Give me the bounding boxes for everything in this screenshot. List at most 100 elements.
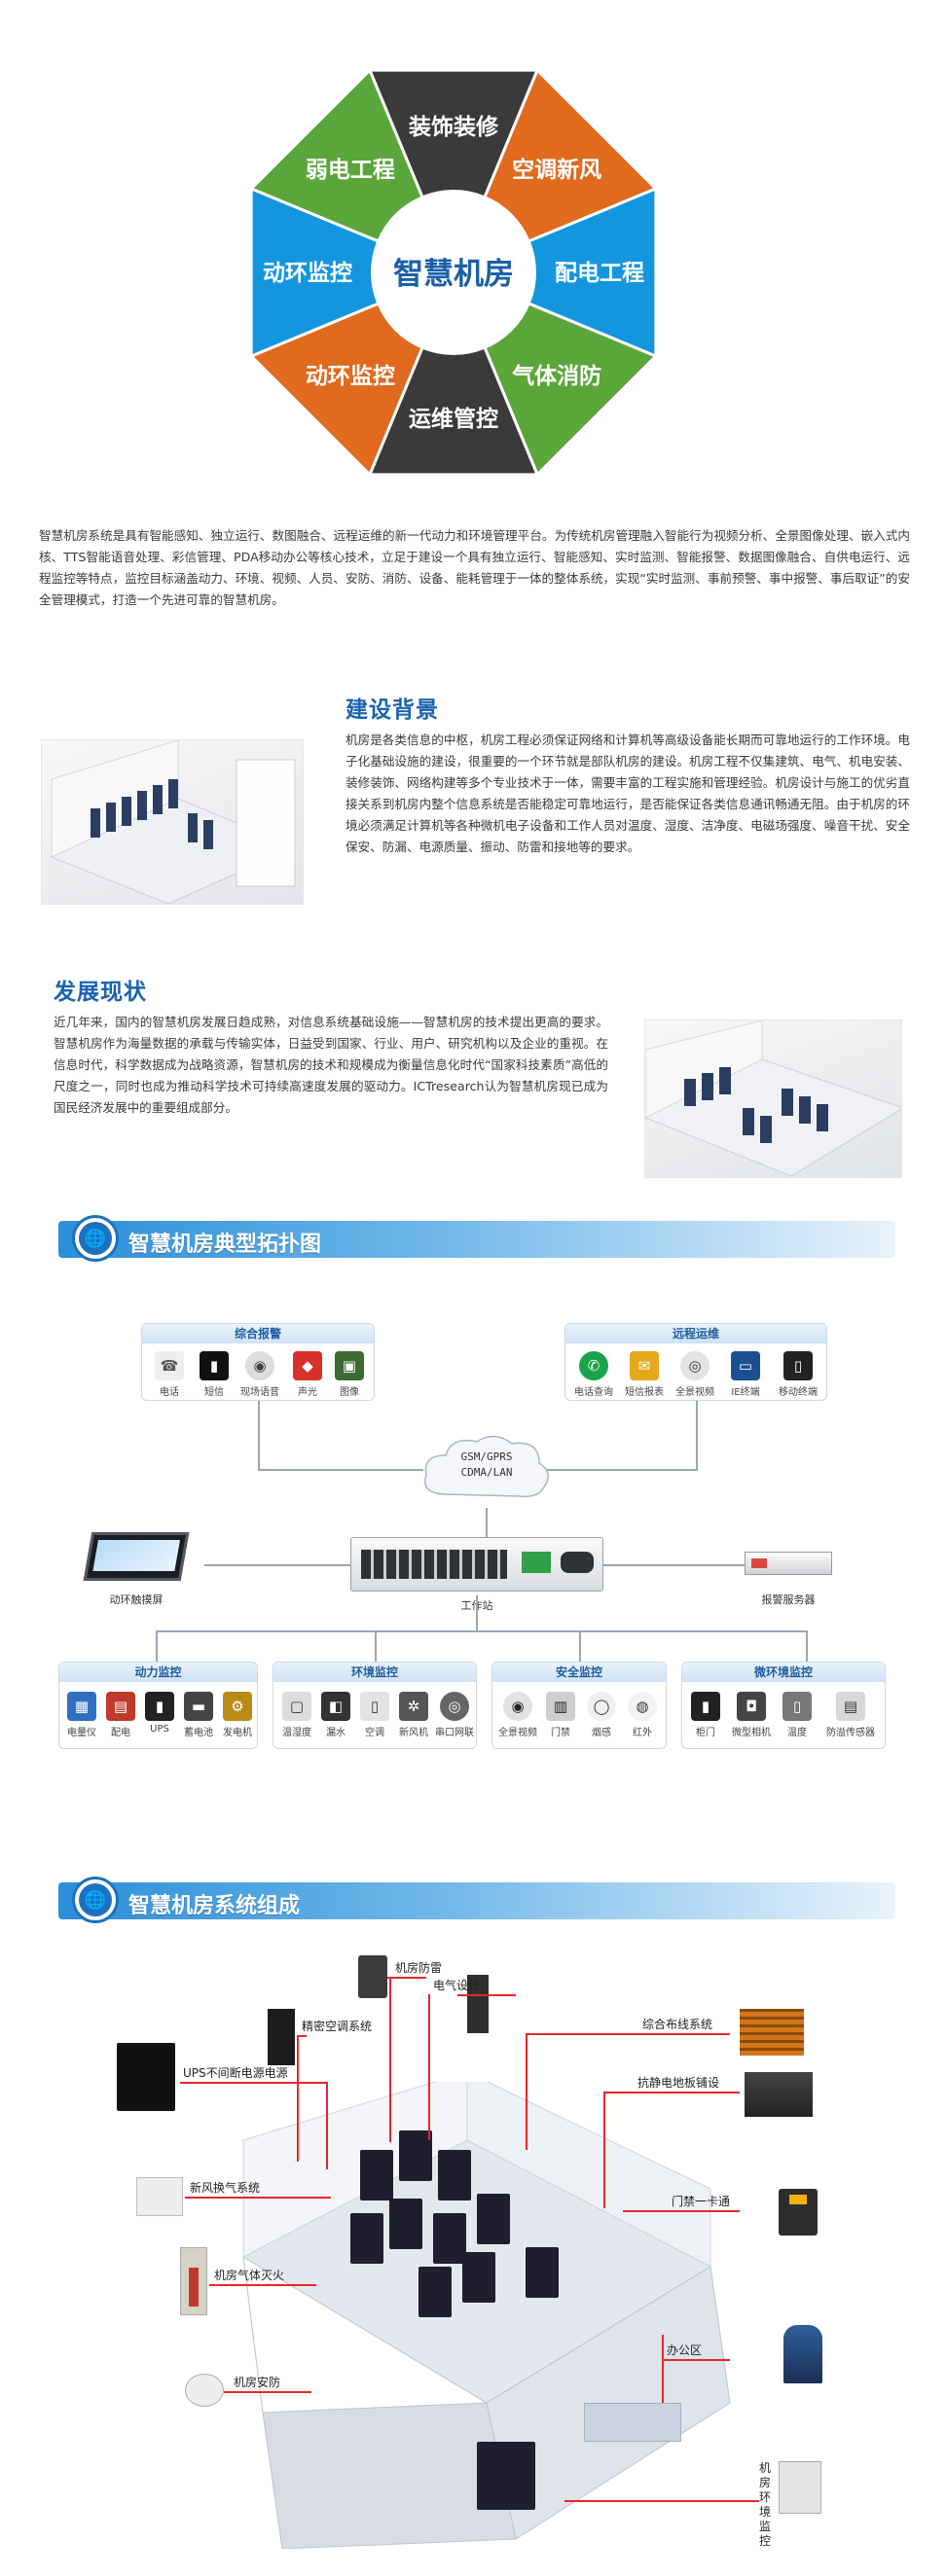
alarm-item-phone: 电话 [160,1387,179,1398]
alarm-server-label: 报警服务器 [761,1593,816,1606]
antistatic-floor-icon [745,2072,813,2117]
env-item: 空调 [365,1728,384,1738]
touchscreen-label: 动环触摸屏 [109,1593,164,1606]
power-item: UPS [150,1724,169,1735]
status-paragraph: 近几年来，国内的智慧机房发展日趋成熟，对信息系统基础设施——智慧机房的技术提出更… [54,1015,608,1115]
precision-ac-icon [268,2009,295,2065]
door-lock-icon: ▥ [546,1692,575,1721]
remote-item-video: 全景视频 [675,1387,714,1398]
label-access-card: 门禁一卡通 [672,2195,731,2208]
alarm-item-light: 声光 [298,1387,317,1398]
generator-icon: ⚙ [223,1692,252,1721]
breaker-icon: ▤ [106,1692,135,1721]
remote-box-title: 远程运维 [565,1324,826,1343]
temp-sensor-icon: ▯ [782,1692,812,1721]
electrical-cabinet-icon [467,1975,489,2033]
ups-icon: ▮ [145,1692,174,1721]
power-item: 配电 [111,1728,130,1738]
alarm-server [745,1552,832,1575]
siren-icon: ◆ [293,1351,322,1380]
label-lightning: 机房防雷 [395,1961,443,1975]
topology-banner: 🌐 智慧机房典型拓扑图 [58,1215,895,1262]
octagon-segment-label: 动环监控 [306,363,395,389]
power-item: 发电机 [223,1728,252,1738]
fan-icon: ✲ [399,1692,428,1721]
cloud-line-1: GSM/GPRS [460,1450,513,1463]
power-item: 蓄电池 [184,1728,213,1738]
overflow-sensor-icon: ▤ [836,1692,865,1721]
mini-camera-icon: ◘ [737,1692,766,1721]
octagon-segment-label: 装饰装修 [409,114,499,140]
cabinet-door-icon: ▮ [691,1692,720,1721]
security-monitor-title: 安全监控 [492,1663,666,1682]
remote-item-mobile: 移动终端 [779,1387,818,1398]
status-title: 发展现状 [54,980,147,1005]
label-precision-ac: 精密空调系统 [302,2020,373,2033]
octagon-segment-label: 气体消防 [511,363,601,389]
remote-item-call: 电话查询 [574,1387,613,1398]
micro-env-monitor-title: 微环境监控 [682,1663,885,1682]
water-leak-icon: ◧ [321,1692,350,1721]
micro-env-monitor-box: 微环境监控 ▮柜门 ◘微型相机 ▯温度 ▤防溢传感器 [681,1662,886,1749]
mobile-icon: ▮ [200,1351,229,1380]
access-card-icon [779,2189,818,2236]
label-env-monitor: 机房环境监控 [759,2461,772,2548]
micro-item: 防溢传感器 [826,1728,875,1738]
power-item: 电量仪 [67,1728,96,1738]
intro-paragraph: 智慧机房系统是具有智能感知、独立运行、数图融合、远程运维的新一代动力和环境管理平… [39,528,910,607]
office-worker-icon [783,2325,822,2383]
background-title: 建设背景 [346,698,439,723]
label-electrical: 电气设计 [433,1979,481,1992]
env-item: 漏水 [326,1728,346,1738]
meter-icon: ▦ [67,1692,96,1721]
composition-banner: 🌐 智慧机房系统组成 [58,1877,895,1923]
env-monitor-title: 环境监控 [273,1663,476,1682]
thermometer-icon: ▢ [282,1692,311,1721]
label-ups: UPS不间断电源电源 [183,2066,288,2080]
aircon-icon: ▯ [360,1692,389,1721]
ups-cabinet-icon [117,2043,175,2111]
micro-item: 温度 [787,1728,807,1738]
security-item: 门禁 [551,1728,570,1738]
alarm-item-image: 图像 [340,1387,359,1398]
smoke-icon: ◯ [587,1692,616,1721]
alarm-item-sms: 短信 [204,1387,224,1398]
workstation-switch [350,1537,603,1592]
background-image [41,739,304,905]
octagon-segment-label: 弱电工程 [306,158,395,183]
speaker-icon: ◉ [245,1351,274,1380]
power-monitor-title: 动力监控 [59,1663,257,1682]
globe-icon: 🌐 [72,1877,119,1923]
topology-diagram: 综合报警 ☎电话 ▮短信 ◉现场语音 ◆声光 ▣图像 远程运维 ✆电话查询 ✉短… [58,1304,895,1809]
gas-extinguisher-icon [180,2247,207,2315]
env-item: 串口网联 [435,1728,474,1738]
octagon-center-title: 智慧机房 [393,257,514,292]
power-monitor-box: 动力监控 ▦电量仪 ▤配电 ▮UPS ▬蓄电池 ⚙发电机 [58,1662,258,1749]
env-item: 温湿度 [282,1728,311,1738]
security-camera-icon [185,2374,224,2407]
security-monitor-box: 安全监控 ◉全景视频 ▥门禁 ◯烟感 ◍红外 [491,1662,667,1749]
security-item: 全景视频 [498,1728,537,1738]
env-monitor-device-icon [779,2461,821,2514]
octagon-segment-label: 配电工程 [555,261,644,286]
cabling-icon [740,2009,804,2056]
security-item: 红外 [633,1728,652,1738]
remote-box: 远程运维 ✆电话查询 ✉短信报表 ◎全景视频 ▭IE终端 ▯移动终端 [564,1323,827,1401]
micro-item: 微型相机 [732,1728,771,1738]
label-security: 机房安防 [234,2376,281,2389]
laptop-icon: ▭ [731,1351,760,1380]
envelope-icon: ✉ [630,1351,659,1380]
security-item: 烟感 [592,1728,611,1738]
globe-icon: 🌐 [72,1215,119,1262]
serial-icon: ◎ [440,1692,469,1721]
env-monitor-box: 环境监控 ▢温湿度 ◧漏水 ▯空调 ✲新风机 ◎串口网联 [273,1662,477,1749]
alarm-item-voice: 现场语音 [240,1387,279,1398]
call-icon: ✆ [579,1351,608,1380]
touchscreen-monitor [83,1532,190,1581]
label-antistatic: 抗静电地板铺设 [637,2076,720,2090]
phone-icon: ☎ [155,1351,184,1380]
label-gas-fire: 机房气体灭火 [214,2269,285,2282]
composition-title: 智慧机房系统组成 [128,1894,301,1918]
infrared-icon: ◍ [628,1692,657,1721]
